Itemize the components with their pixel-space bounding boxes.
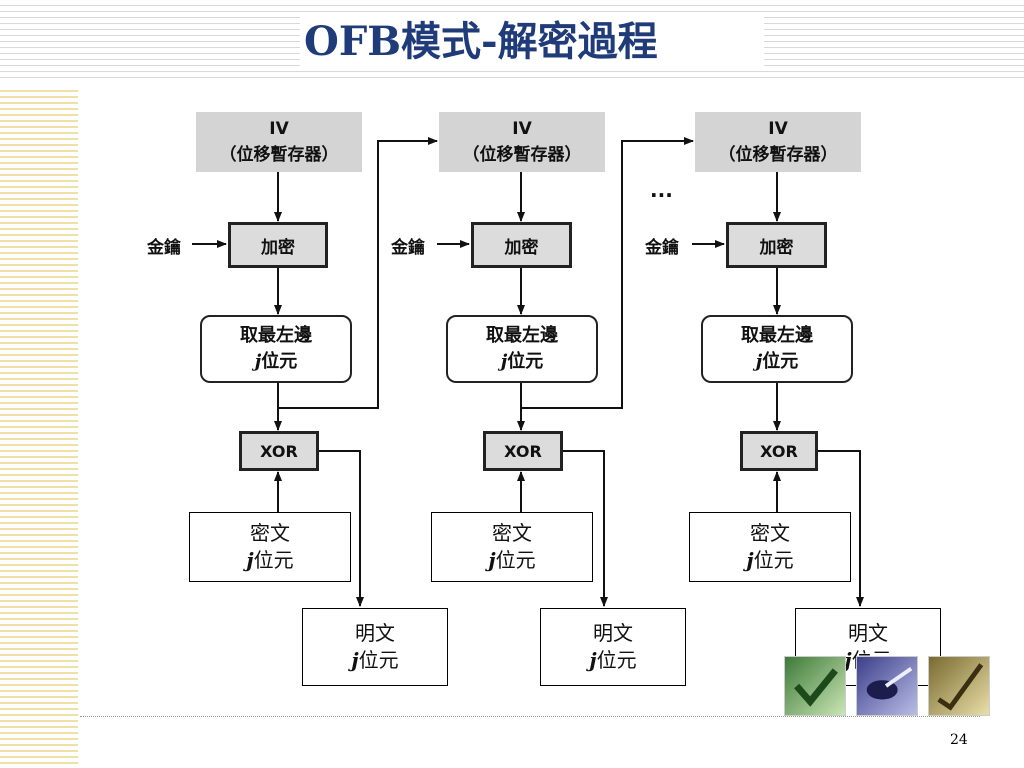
select-leftmost-bits-box-1: 取最左邊 j位元 <box>200 315 352 383</box>
bits-unit: 位元 <box>495 548 536 572</box>
cipher-bits-label: j位元 <box>246 547 293 574</box>
key-label: 金鑰 <box>147 238 181 258</box>
checkmark-icon <box>794 668 838 707</box>
encrypt-label: 加密 <box>504 237 539 258</box>
select-bits-label: j位元 <box>501 349 544 375</box>
pen-icon <box>866 667 913 700</box>
j-variable: j <box>351 648 359 672</box>
iv-register-box-2: IV （位移暫存器） <box>439 112 605 172</box>
continuation-ellipsis: ... <box>650 178 673 202</box>
xor-box-3: XOR <box>740 431 818 471</box>
shift-register-label: （位移暫存器） <box>718 145 838 165</box>
arrow-xor-to-plain-2 <box>563 450 608 607</box>
plaintext-label: 明文 <box>355 621 395 645</box>
iv-register-box-3: IV （位移暫存器） <box>695 112 861 172</box>
j-variable: j <box>246 548 254 572</box>
ciphertext-label: 密文 <box>492 521 532 545</box>
xor-box-2: XOR <box>483 431 563 471</box>
bits-unit: 位元 <box>762 351 799 372</box>
shift-register-label: （位移暫存器） <box>462 145 582 165</box>
iv-label: IV <box>512 119 532 139</box>
arrow-feedback-1-to-2 <box>278 137 438 409</box>
ciphertext-box-1: 密文 j位元 <box>189 512 351 582</box>
checkmark-image <box>784 656 846 716</box>
key-label: 金鑰 <box>391 238 425 258</box>
select-leftmost-bits-box-3: 取最左邊 j位元 <box>701 315 853 383</box>
key-label: 金鑰 <box>645 238 679 258</box>
pen-writing-icon <box>937 663 984 711</box>
select-bits-label: j位元 <box>255 349 298 375</box>
encrypt-box-3: 加密 <box>726 222 827 268</box>
iv-register-box-1: IV （位移暫存器） <box>196 112 362 172</box>
sidebar-line-pattern <box>0 86 78 768</box>
select-leftmost-bits-box-2: 取最左邊 j位元 <box>446 315 598 383</box>
j-variable: j <box>755 351 763 372</box>
j-variable: j <box>254 351 262 372</box>
xor-label: XOR <box>260 441 298 461</box>
plaintext-box-2: 明文 j位元 <box>540 608 686 686</box>
pen-writing-image <box>928 656 990 716</box>
plaintext-box-1: 明文 j位元 <box>302 608 448 686</box>
xor-label: XOR <box>760 441 798 461</box>
plain-bits-label: j位元 <box>589 647 636 674</box>
select-leftmost-label: 取最左邊 <box>240 325 312 346</box>
arrow-xor-to-plain-3 <box>818 450 864 607</box>
select-leftmost-label: 取最左邊 <box>486 325 558 346</box>
select-leftmost-label: 取最左邊 <box>741 325 813 346</box>
ciphertext-box-3: 密文 j位元 <box>689 512 851 582</box>
cipher-bits-label: j位元 <box>488 547 535 574</box>
select-bits-label: j位元 <box>756 349 799 375</box>
page-title: OFB模式-解密過程 <box>300 14 764 70</box>
bits-unit: 位元 <box>261 351 298 372</box>
plaintext-label: 明文 <box>593 621 633 645</box>
encrypt-label: 加密 <box>759 237 794 258</box>
bits-unit: 位元 <box>753 548 794 572</box>
j-variable: j <box>844 648 852 672</box>
pen-image <box>856 656 918 716</box>
footer-divider <box>80 716 980 717</box>
encrypt-box-1: 加密 <box>228 222 328 268</box>
iv-label: IV <box>768 119 788 139</box>
bits-unit: 位元 <box>253 548 294 572</box>
ciphertext-box-2: 密文 j位元 <box>431 512 593 582</box>
arrow-xor-to-plain-1 <box>319 450 364 607</box>
encrypt-label: 加密 <box>261 237 295 258</box>
bits-unit: 位元 <box>358 648 399 672</box>
ciphertext-label: 密文 <box>250 521 290 545</box>
j-variable: j <box>500 351 508 372</box>
ciphertext-label: 密文 <box>750 521 790 545</box>
shift-register-label: （位移暫存器） <box>219 145 339 165</box>
page-number: 24 <box>950 732 968 748</box>
cipher-bits-label: j位元 <box>746 547 793 574</box>
bits-unit: 位元 <box>596 648 637 672</box>
j-variable: j <box>488 548 496 572</box>
iv-label: IV <box>269 119 289 139</box>
bits-unit: 位元 <box>507 351 544 372</box>
arrow-feedback-2-to-3 <box>521 137 694 409</box>
plaintext-label: 明文 <box>848 621 888 645</box>
j-variable: j <box>589 648 597 672</box>
xor-box-1: XOR <box>239 431 319 471</box>
plain-bits-label: j位元 <box>351 647 398 674</box>
xor-label: XOR <box>504 441 542 461</box>
encrypt-box-2: 加密 <box>471 222 572 268</box>
j-variable: j <box>746 548 754 572</box>
